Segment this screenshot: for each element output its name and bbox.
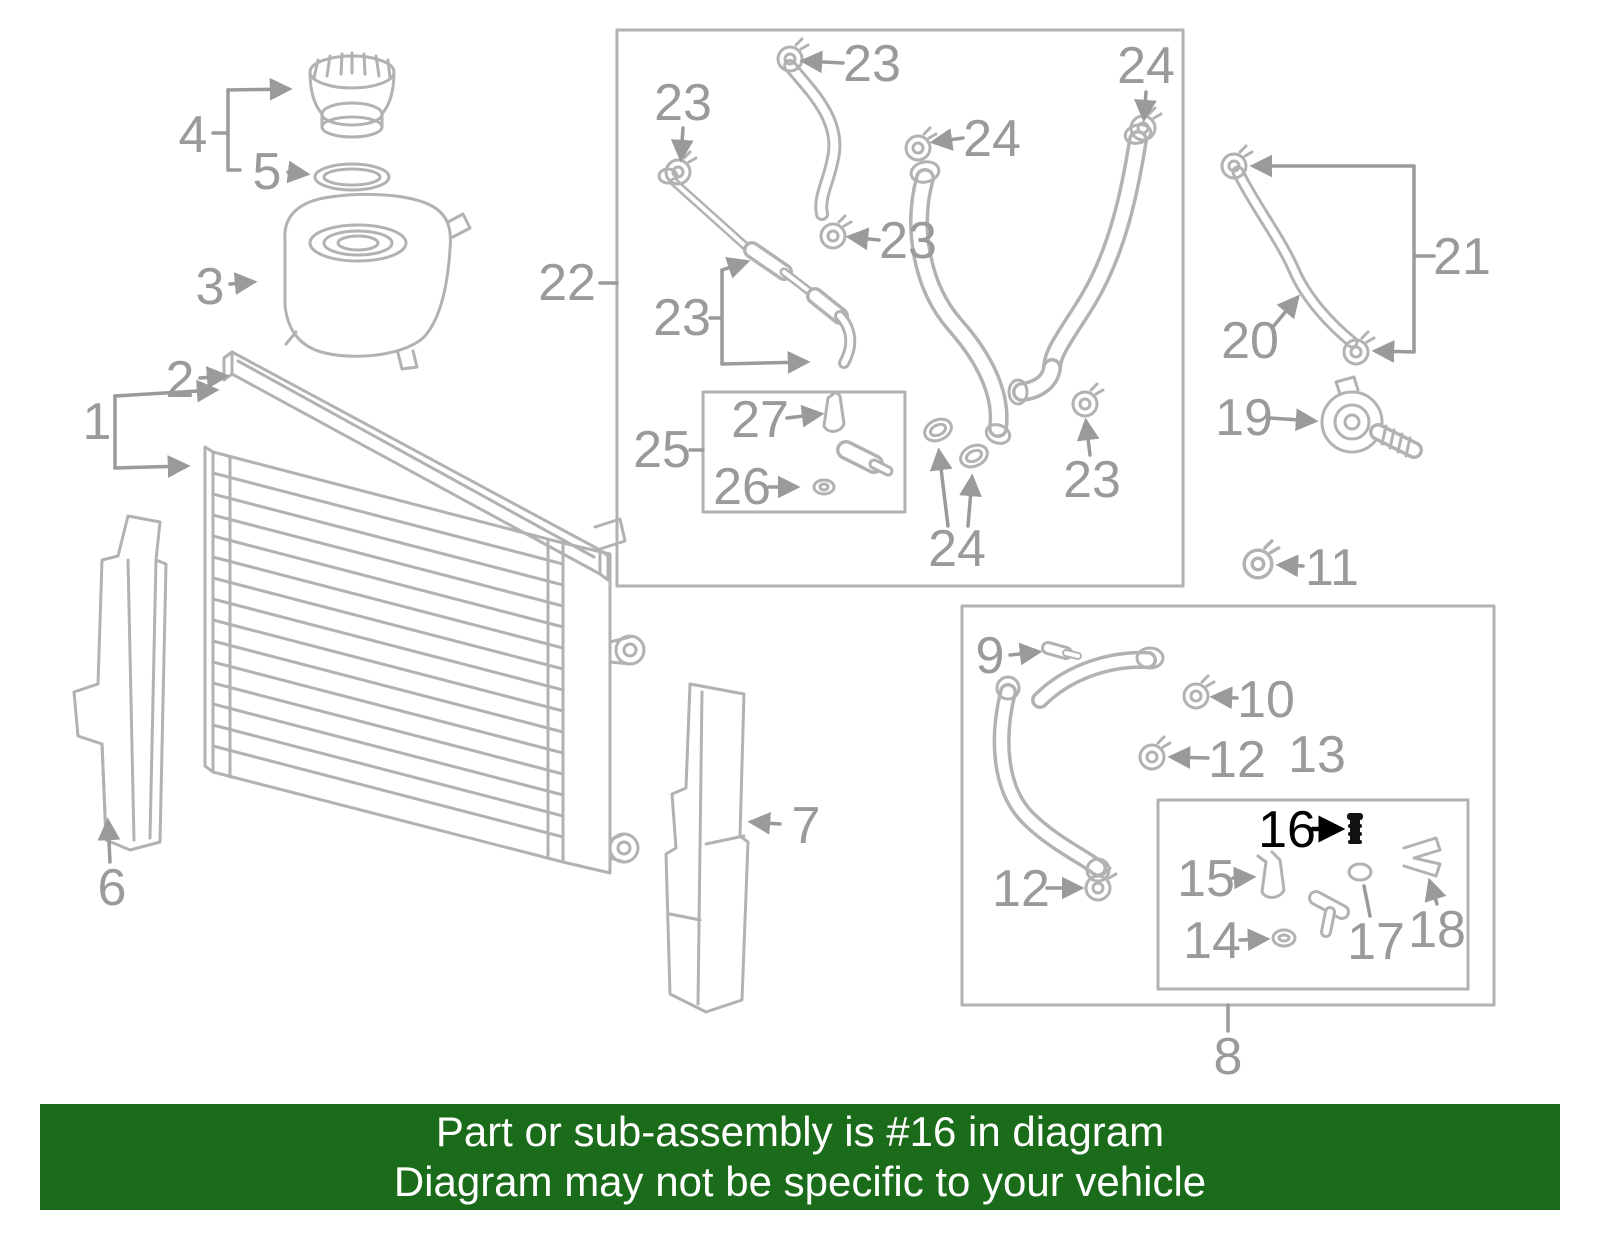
part-label-16-highlighted: 16 <box>1258 801 1316 859</box>
ring-fittings-drawing <box>923 417 989 469</box>
part-label-26: 26 <box>713 458 771 516</box>
right-air-guide-drawing <box>664 682 750 1014</box>
part-label-3: 3 <box>196 258 225 316</box>
part-label-24: 24 <box>1117 37 1175 95</box>
part-label-24: 24 <box>963 110 1021 168</box>
hose-a-drawing <box>783 59 842 221</box>
group-box-22 <box>615 28 1185 588</box>
pipe-assembly-drawing <box>657 167 857 369</box>
part-label-17: 17 <box>1347 913 1405 971</box>
left-air-guide-drawing <box>72 514 168 852</box>
group-box-25 <box>701 390 907 514</box>
hose-c-drawing <box>909 160 1012 445</box>
water-pump-19-drawing <box>1320 375 1423 459</box>
part-label-22: 22 <box>538 254 596 312</box>
part-label-23: 23 <box>654 74 712 132</box>
clamp-11-drawing <box>1242 539 1281 580</box>
highlight-banner: Part or sub-assembly is #16 in diagram D… <box>40 1104 1560 1210</box>
sensor-26-drawing <box>812 440 894 496</box>
part-label-7: 7 <box>792 797 821 855</box>
leader-lines <box>97 50 1447 1033</box>
banner-line-2: Diagram may not be specific to your vehi… <box>393 1158 1207 1205</box>
part-label-20: 20 <box>1221 312 1279 370</box>
part-label-10: 10 <box>1237 671 1295 729</box>
part-label-21: 21 <box>1433 228 1491 286</box>
part-label-11: 11 <box>1305 539 1359 597</box>
part-label-24: 24 <box>928 520 986 578</box>
banner-line-1: Part or sub-assembly is #16 in diagram <box>435 1108 1165 1155</box>
grommet-14-drawing <box>1271 928 1297 948</box>
expansion-tank-drawing <box>283 192 472 371</box>
oring-17-drawing <box>1347 862 1373 882</box>
part-label-12: 12 <box>1208 731 1266 789</box>
part-label-23: 23 <box>653 289 711 347</box>
group-box-13 <box>1156 798 1470 991</box>
clip-18-drawing <box>1402 836 1442 878</box>
plug-9-drawing <box>1041 641 1082 660</box>
hose-e-drawing <box>992 646 1165 883</box>
elbow-17-drawing <box>1308 890 1350 938</box>
part-label-14: 14 <box>1183 912 1241 970</box>
retaining-clip-27-drawing <box>822 390 846 433</box>
part-label-25: 25 <box>633 421 691 479</box>
part-label-8: 8 <box>1214 1028 1243 1086</box>
part-label-23: 23 <box>843 35 901 93</box>
seal-ring-drawing <box>313 162 391 192</box>
retaining-clip-15-drawing <box>1256 850 1286 899</box>
part-label-13: 13 <box>1288 726 1346 784</box>
part-label-19: 19 <box>1215 389 1273 447</box>
part-label-2: 2 <box>166 351 195 409</box>
part-label-18: 18 <box>1408 901 1466 959</box>
part-label-6: 6 <box>98 859 127 917</box>
radiator-drawing <box>203 445 646 875</box>
part-label-12: 12 <box>992 860 1050 918</box>
part-label-15: 15 <box>1177 850 1235 908</box>
bleed-screw-16-drawing <box>1347 813 1363 844</box>
part-label-27: 27 <box>731 391 789 449</box>
cap-drawing <box>308 51 396 139</box>
part-label-1: 1 <box>83 393 112 451</box>
part-label-4: 4 <box>179 106 208 164</box>
hose-d-drawing <box>1007 123 1153 406</box>
part-label-23: 23 <box>1063 451 1121 509</box>
part-label-9: 9 <box>976 627 1005 685</box>
hose-f-drawing <box>1231 165 1359 349</box>
part-label-5: 5 <box>253 143 282 201</box>
part-label-23: 23 <box>879 212 937 270</box>
